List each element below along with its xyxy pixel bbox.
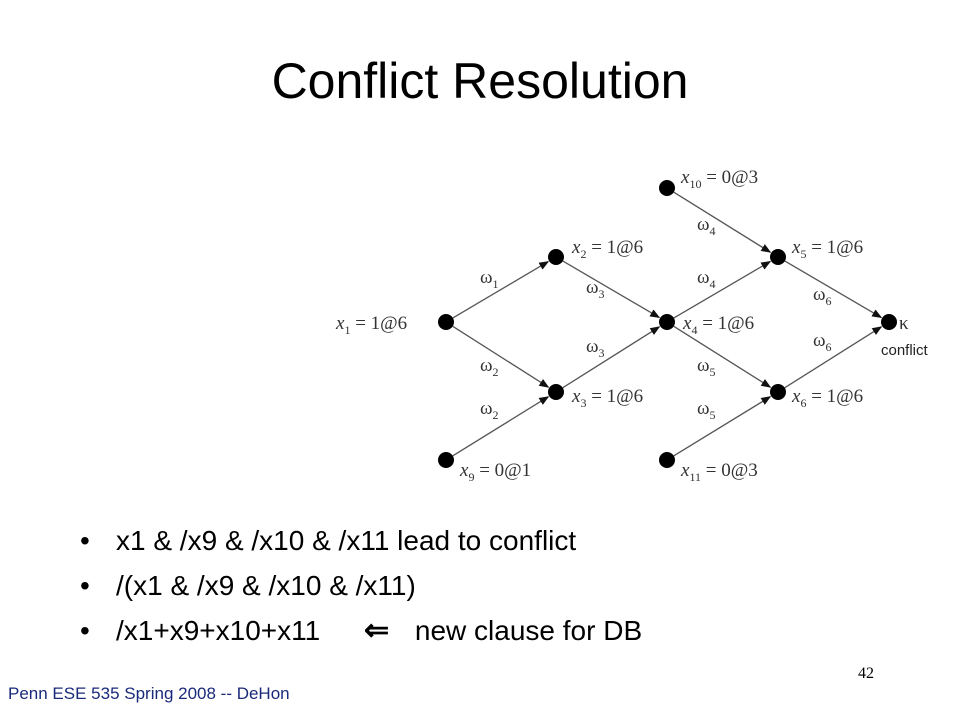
footer-text: Penn ESE 535 Spring 2008 -- DeHon xyxy=(8,684,290,703)
edge-label: ω3 xyxy=(586,336,605,360)
bullet-text: x1 & /x9 & /x10 & /x11 lead to conflict xyxy=(116,525,577,556)
bullet-item: • /(x1 & /x9 & /x10 & /x11) xyxy=(80,563,642,608)
bullet-text: /x1+x9+x10+x11 xyxy=(116,615,321,646)
graph-edge xyxy=(562,260,661,319)
page-number: 42 xyxy=(858,665,874,682)
graph-edge xyxy=(452,396,550,457)
graph-node xyxy=(881,314,897,330)
bullet-item: • x1 & /x9 & /x10 & /x11 lead to conflic… xyxy=(80,518,642,563)
graph-node xyxy=(659,452,675,468)
edge-label: ω5 xyxy=(697,398,716,422)
edge-label: ω3 xyxy=(586,277,605,301)
graph-edge xyxy=(452,325,550,388)
graph-edge xyxy=(452,261,550,319)
edge-label: ω5 xyxy=(697,355,716,379)
node-label: x10 = 0@3 xyxy=(680,167,758,191)
graph-node xyxy=(770,249,786,265)
graph-node xyxy=(548,384,564,400)
edge-label: ω4 xyxy=(697,214,716,238)
edge-label: ω4 xyxy=(697,267,716,291)
graph-edge xyxy=(673,260,772,319)
bullet-marker: • xyxy=(80,615,90,646)
node-label: x11 = 0@3 xyxy=(680,460,758,484)
node-label: x2 = 1@6 xyxy=(571,237,643,261)
bullet-text-after: new clause for DB xyxy=(414,615,643,646)
graph-node xyxy=(659,314,675,330)
node-label: x4 = 1@6 xyxy=(682,313,754,337)
graph-node xyxy=(438,452,454,468)
edge-label: ω2 xyxy=(480,355,499,379)
graph-node xyxy=(438,314,454,330)
edge-label: ω6 xyxy=(813,330,832,354)
node-caption: conflict xyxy=(881,342,929,359)
edge-label: ω6 xyxy=(813,284,832,308)
bullet-text: /(x1 & /x9 & /x10 & /x11) xyxy=(116,570,416,601)
bullet-marker: • xyxy=(80,525,90,556)
edge-label: ω2 xyxy=(480,398,499,422)
left-arrow-icon: ⇐ xyxy=(363,614,390,647)
node-label: x1 = 1@6 xyxy=(335,313,407,337)
node-label: x6 = 1@6 xyxy=(791,386,863,410)
bullet-list: • x1 & /x9 & /x10 & /x11 lead to conflic… xyxy=(80,518,642,653)
graph-edge xyxy=(784,326,883,389)
graph-edge xyxy=(673,191,772,253)
slide-title: Conflict Resolution xyxy=(271,53,689,109)
graph-node xyxy=(770,384,786,400)
graph-node xyxy=(659,180,675,196)
bullet-item: • /x1+x9+x10+x11 ⇐ new clause for DB xyxy=(80,608,642,653)
graph-edge xyxy=(673,396,772,457)
graph-edge xyxy=(562,326,661,389)
graph-node xyxy=(548,249,564,265)
node-label: x9 = 0@1 xyxy=(459,460,531,484)
node-label: x3 = 1@6 xyxy=(571,386,643,410)
graph-edge xyxy=(673,325,772,388)
graph-edge xyxy=(784,260,883,319)
node-label: κ xyxy=(899,313,909,334)
edge-label: ω1 xyxy=(480,267,499,291)
bullet-marker: • xyxy=(80,570,90,601)
node-label: x5 = 1@6 xyxy=(791,237,863,261)
